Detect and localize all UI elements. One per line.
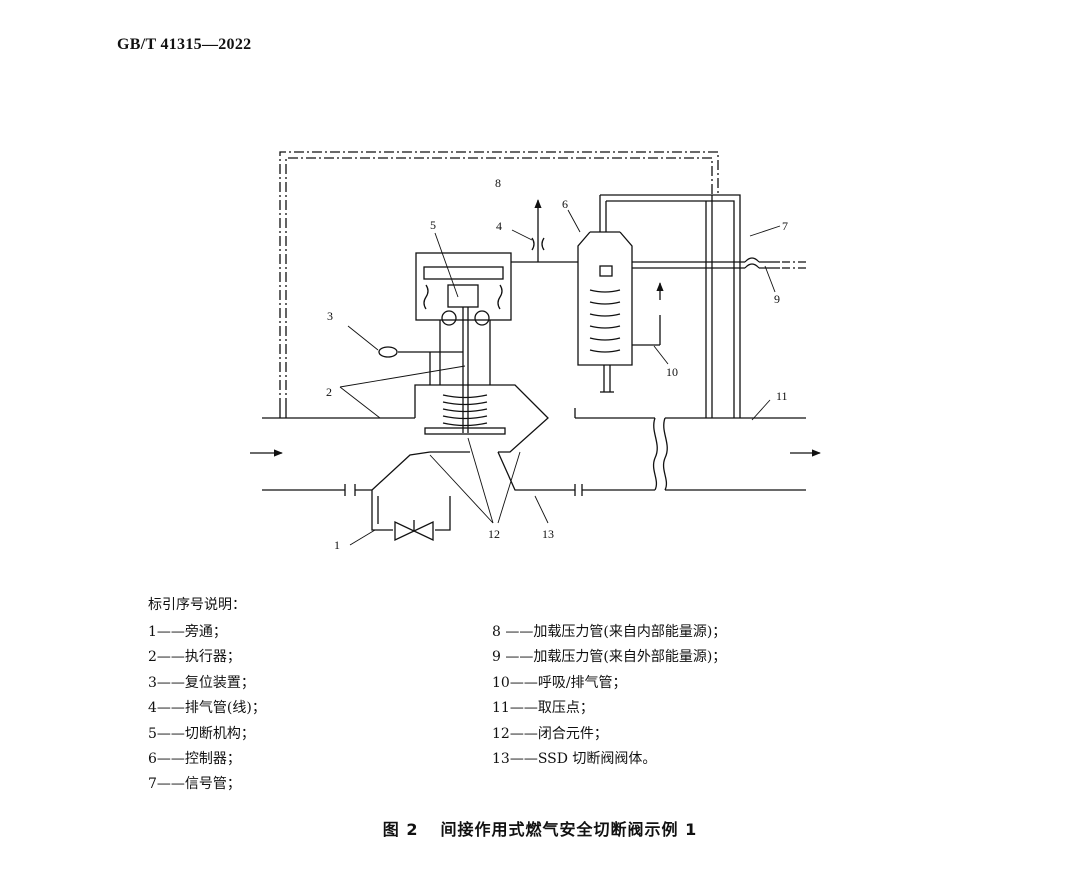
legend-title: 标引序号说明： [148,597,246,613]
legend-item: 9 ——加载压力管(来自外部能量源)； [492,649,727,666]
legend-item: 10——呼吸/排气管； [492,674,627,691]
callout-13: 13 [542,527,554,541]
actuator [378,252,512,435]
callout-1: 1 [334,538,340,552]
legend-left-column: 1——旁通； 2——执行器； 3——复位装置； 4——排气管(线)； 5——切断… [148,620,266,798]
main-pipe [262,384,806,496]
legend-item: 6——控制器； [148,751,241,768]
callout-8: 8 [495,176,501,190]
figure-number: 图 2 [382,820,419,839]
legend-item: 4——排气管(线)； [148,700,266,717]
legend-item: 3——复位装置； [148,674,255,691]
callout-12: 12 [488,527,500,541]
callout-9: 9 [774,292,780,306]
callout-6: 6 [562,197,568,211]
legend-item: 12——闭合元件； [492,725,608,742]
figure-caption: 图 2 间接作用式燃气安全切断阀示例 1 [0,816,1080,840]
figure-title: 间接作用式燃气安全切断阀示例 1 [440,820,698,839]
legend-item: 1——旁通； [148,624,227,640]
callout-11: 11 [776,389,788,403]
callout-4: 4 [496,219,502,233]
legend-item: 2——执行器； [148,649,241,666]
legend-item: 8 ——加载压力管(来自内部能量源)； [492,624,727,640]
callout-10: 10 [666,365,678,379]
controller [577,195,664,393]
legend-item: 5——切断机构； [148,725,255,742]
legend-right-column: 8 ——加载压力管(来自内部能量源)； 9 ——加载压力管(来自外部能量源)； … [492,620,726,772]
legend-item: 11——取压点； [492,700,594,717]
callout-2: 2 [326,385,332,399]
callout-3: 3 [327,309,333,323]
legend-item: 7——信号管； [148,776,241,793]
callout-7: 7 [782,219,788,233]
callout-5: 5 [430,218,436,232]
standard-id: GB/T 41315—2022 [117,36,252,53]
bypass [371,490,451,542]
legend-item: 13——SSD 切断阀阀体。 [492,751,657,768]
